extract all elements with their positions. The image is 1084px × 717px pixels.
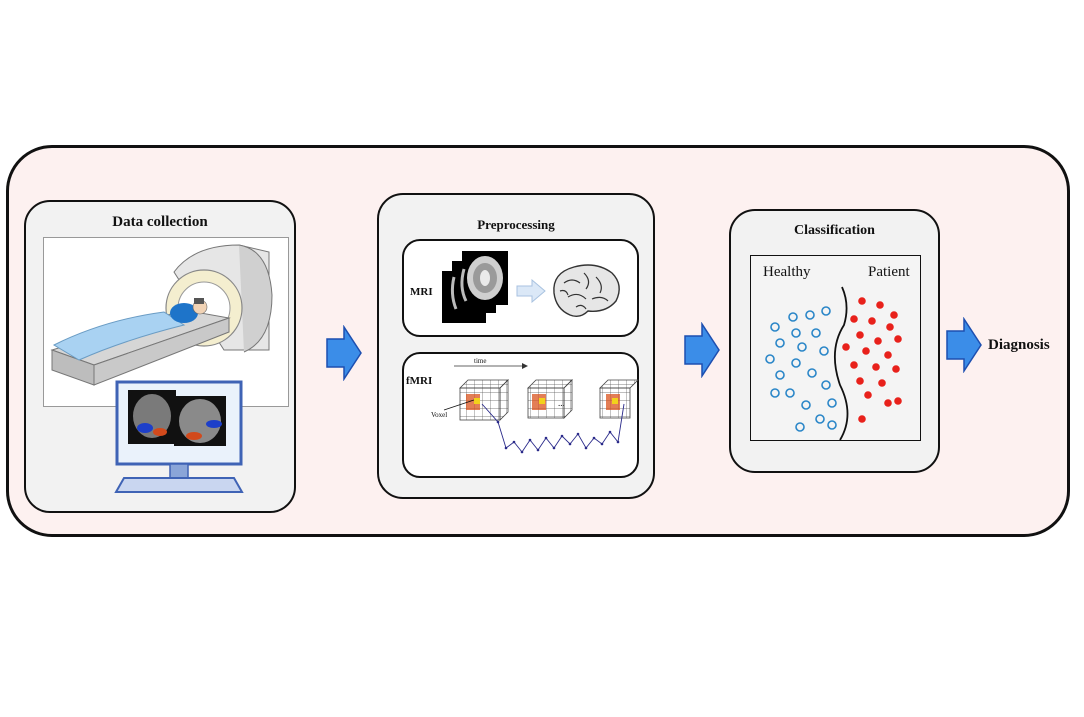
fmri-subbox: fMRI time Voxel ... bbox=[402, 352, 639, 478]
classification-title: Classification bbox=[794, 223, 875, 238]
computer-monitor-icon bbox=[114, 380, 244, 493]
time-label: time bbox=[474, 357, 487, 365]
arrow-right-icon bbox=[946, 317, 982, 373]
mri-scanner-icon bbox=[50, 244, 273, 386]
fmri-label: fMRI bbox=[406, 375, 433, 387]
classification-panel: Classification Healthy Patient bbox=[729, 209, 940, 473]
arrow-right-icon bbox=[516, 279, 546, 303]
preprocessing-panel: Preprocessing MRI fMRI time Voxel ... bbox=[377, 193, 655, 499]
class-scatter bbox=[764, 286, 902, 440]
arrow-right-icon bbox=[684, 322, 720, 378]
healthy-label: Healthy bbox=[763, 264, 811, 280]
data-collection-panel: Data collection bbox=[24, 200, 296, 513]
arrow-right-icon bbox=[326, 325, 362, 381]
patient-label: Patient bbox=[868, 264, 910, 280]
scatter-box: Healthy Patient bbox=[750, 255, 921, 441]
brain-3d-icon bbox=[553, 264, 620, 318]
diagnosis-label: Diagnosis bbox=[988, 337, 1050, 353]
mri-subbox: MRI bbox=[402, 239, 639, 337]
voxel-grid-icon bbox=[443, 363, 639, 454]
brain-slices-icon bbox=[442, 251, 508, 323]
preprocessing-title: Preprocessing bbox=[477, 217, 555, 232]
voxel-label: Voxel bbox=[431, 411, 448, 419]
mri-label: MRI bbox=[410, 286, 433, 298]
data-collection-title: Data collection bbox=[112, 214, 208, 230]
